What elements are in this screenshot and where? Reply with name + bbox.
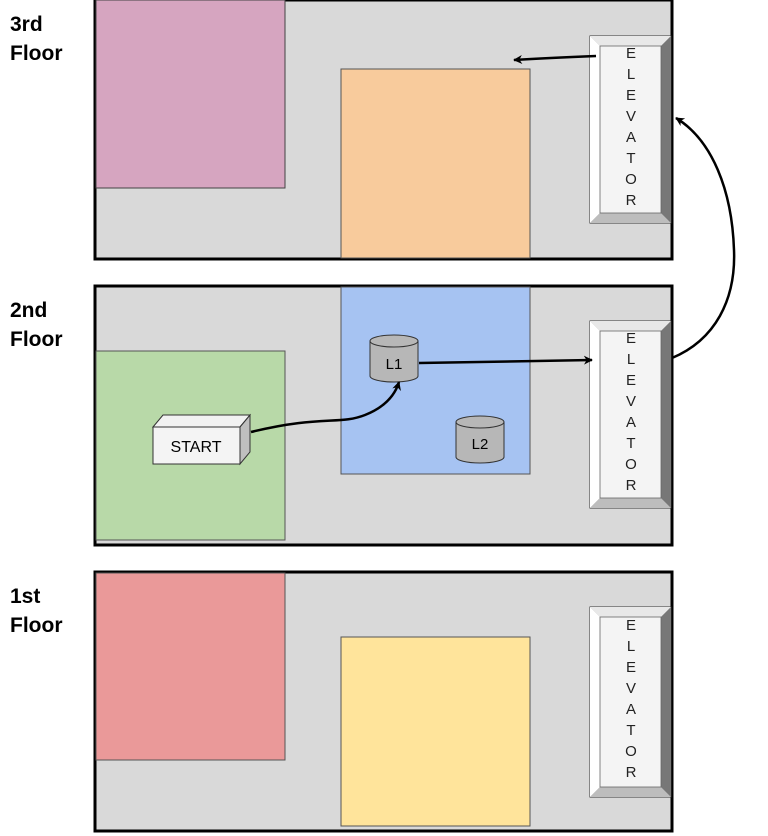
floor-1-elevator-letter: E bbox=[626, 617, 636, 634]
floor-2-elevator-text: E L E V A T O R bbox=[625, 330, 637, 494]
floor-2-elevator-letter: T bbox=[626, 435, 635, 452]
floor-2-elevator-letter: E bbox=[626, 330, 636, 347]
floor-3-elevator-letter: O bbox=[625, 171, 637, 188]
floor-1-elevator-text: E L E V A T O R bbox=[625, 617, 637, 781]
floor-3-label-line2: Floor bbox=[10, 42, 63, 65]
floor-3-elevator-letter: V bbox=[626, 108, 636, 125]
floor-2-label-line1: 2nd bbox=[10, 299, 47, 322]
floor-1-elevator-letter: V bbox=[626, 680, 636, 697]
location-l1-label: L1 bbox=[386, 356, 403, 373]
floor-1-elevator: E L E V A T O R bbox=[589, 606, 672, 798]
floor-1: E L E V A T O R 1st Floor bbox=[10, 570, 674, 833]
floor-2-elevator-letter: V bbox=[626, 393, 636, 410]
floor-1-elevator-letter: L bbox=[627, 638, 635, 655]
floor-2-elevator-letter: E bbox=[626, 372, 636, 389]
floor-2: E L E V A T O R START L1 bbox=[10, 284, 674, 547]
location-l1: L1 bbox=[369, 334, 419, 383]
floor-2-label-line2: Floor bbox=[10, 328, 63, 351]
arrow-elevator-2-to-elevator-3 bbox=[671, 116, 736, 360]
floor-1-label-line1: 1st bbox=[10, 585, 40, 608]
floor-3-elevator-text: E L E V A T O R bbox=[625, 45, 637, 209]
floor-3-label-line1: 3rd bbox=[10, 13, 43, 36]
floor-1-elevator-letter: O bbox=[625, 743, 637, 760]
start-node: START bbox=[151, 413, 252, 466]
floor-3-elevator-letter: E bbox=[626, 87, 636, 104]
floor-2-elevator-letter: R bbox=[626, 477, 637, 494]
floor-3-elevator-letter: E bbox=[626, 45, 636, 62]
floor-3-room-left bbox=[95, 0, 286, 189]
start-label: START bbox=[171, 439, 222, 456]
floor-3-elevator-letter: T bbox=[626, 150, 635, 167]
route-arrows bbox=[250, 54, 736, 434]
floor-1-elevator-letter: E bbox=[626, 659, 636, 676]
arrow-l1-to-elevator-2 bbox=[418, 355, 593, 365]
floor-3-elevator-letter: L bbox=[627, 66, 635, 83]
floor-2-elevator: E L E V A T O R bbox=[589, 320, 672, 509]
floor-2-elevator-letter: A bbox=[626, 414, 636, 431]
floor-1-label-line2: Floor bbox=[10, 614, 63, 637]
location-l2: L2 bbox=[455, 415, 505, 464]
floor-1-elevator-letter: T bbox=[626, 722, 635, 739]
floor-1-elevator-letter: A bbox=[626, 701, 636, 718]
floor-3-elevator-letter: R bbox=[626, 192, 637, 209]
floor-2-elevator-letter: O bbox=[625, 456, 637, 473]
floor-3-elevator-letter: A bbox=[626, 129, 636, 146]
location-l2-label: L2 bbox=[472, 436, 489, 453]
arrow-elevator-3-to-floor-3 bbox=[513, 54, 597, 64]
floor-1-room-left bbox=[95, 572, 286, 761]
floor-3: E L E V A T O R 3rd Floor bbox=[10, 0, 674, 261]
arrow-start-to-l1 bbox=[250, 381, 401, 434]
floor-3-room-center bbox=[340, 68, 531, 259]
floor-1-room-center bbox=[340, 636, 531, 827]
floor-1-elevator-letter: R bbox=[626, 764, 637, 781]
floor-2-elevator-letter: L bbox=[627, 351, 635, 368]
floor-3-elevator: E L E V A T O R bbox=[589, 35, 672, 224]
